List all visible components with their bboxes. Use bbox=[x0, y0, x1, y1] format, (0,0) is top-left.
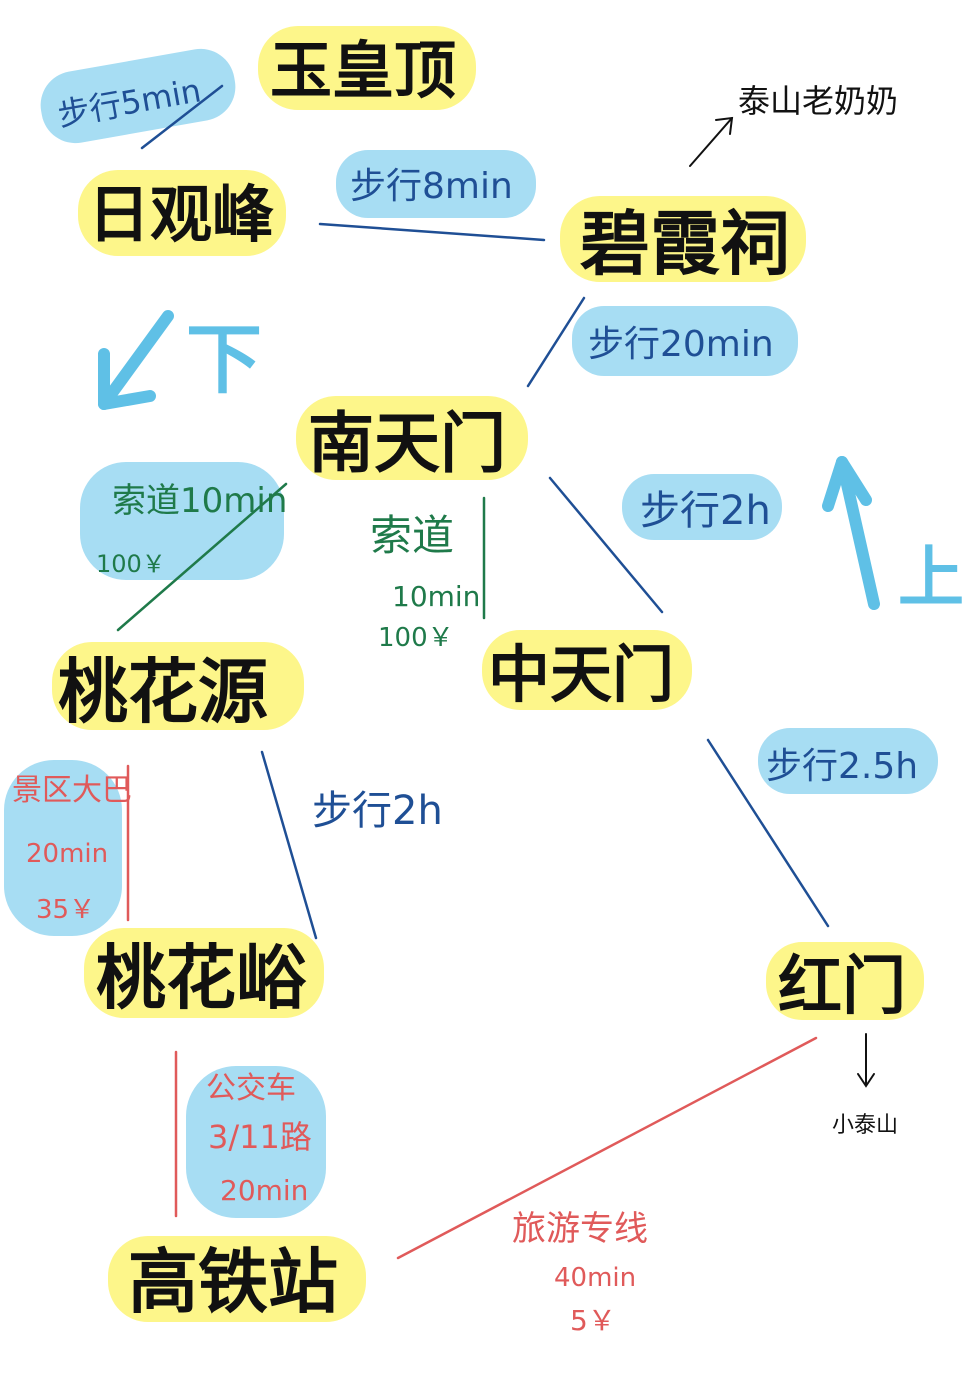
line-zhongtianmen-hongmen bbox=[706, 738, 830, 928]
note-tour-line: 旅游专线 bbox=[512, 1209, 648, 1249]
highlight-bixiaci bbox=[560, 196, 806, 282]
note-walk-8min: 步行8min bbox=[350, 166, 513, 207]
note-bg-cable10 bbox=[80, 462, 284, 580]
note-tour-line-time: 40min bbox=[554, 1263, 636, 1293]
note-city-bus: 公交车 bbox=[206, 1071, 296, 1106]
highlight-gaotiezhan bbox=[108, 1236, 366, 1322]
down-arrow-icon bbox=[98, 310, 174, 410]
note-bixiaci-side: 泰山老奶奶 bbox=[738, 82, 898, 120]
note-walk-20min: 步行20min bbox=[588, 324, 774, 365]
highlight-hongmen bbox=[766, 942, 924, 1020]
note-bg-walk8 bbox=[336, 150, 536, 218]
highlight-zhongtianmen bbox=[482, 630, 692, 710]
note-scenic-bus-price: 35￥ bbox=[36, 895, 95, 925]
note-scenic-bus: 景区大巴 bbox=[12, 773, 132, 808]
note-walk-2-5h: 步行2.5h bbox=[766, 746, 918, 787]
note-bg-walk5 bbox=[40, 48, 236, 144]
note-tour-line-price: 5￥ bbox=[570, 1304, 616, 1337]
line-yuhuangding-riguanfeng bbox=[140, 84, 224, 150]
note-walk-2h-left: 步行2h bbox=[312, 788, 443, 834]
note-city-bus-line: 3/11路 bbox=[208, 1118, 312, 1156]
note-bg-walk25h bbox=[758, 728, 938, 794]
place-bixiaci: 碧霞祠 bbox=[580, 202, 790, 285]
place-hongmen: 红门 bbox=[778, 949, 906, 1024]
note-bg-bus-scenic bbox=[4, 760, 122, 936]
line-nantianmen-taohuayuan bbox=[116, 482, 288, 632]
up-arrow-icon bbox=[822, 456, 880, 610]
note-city-bus-time: 20min bbox=[220, 1174, 308, 1207]
highlight-yuhuangding bbox=[258, 26, 476, 110]
note-bg-walk20 bbox=[572, 306, 798, 376]
highlight-nantianmen bbox=[296, 396, 528, 480]
place-zhongtianmen: 中天门 bbox=[488, 638, 674, 711]
note-bg-walk2h-right bbox=[622, 474, 782, 540]
direction-down-label: 下 bbox=[186, 315, 262, 404]
place-gaotiezhan: 高铁站 bbox=[128, 1240, 338, 1323]
note-walk-2h-right: 步行2h bbox=[640, 488, 771, 534]
highlight-taohuayu bbox=[84, 928, 324, 1018]
note-cable-10min: 索道10min bbox=[112, 481, 287, 521]
line-taohuayuan-taohuayu-walk bbox=[260, 750, 318, 940]
note-cable-mode: 索道 bbox=[370, 511, 454, 560]
line-bixiaci-nantianmen bbox=[526, 296, 586, 388]
line-nantianmen-zhongtianmen bbox=[548, 476, 664, 614]
place-yuhuangding: 玉皇顶 bbox=[270, 34, 456, 107]
note-scenic-bus-time: 20min bbox=[26, 839, 108, 869]
highlight-taohuayuan bbox=[52, 642, 304, 730]
line-riguanfeng-bixiaci bbox=[318, 222, 546, 242]
note-bg-bus-311 bbox=[186, 1066, 326, 1218]
direction-up-label: 上 bbox=[898, 539, 964, 616]
highlight-riguanfeng bbox=[78, 170, 286, 256]
note-cable-price: 100￥ bbox=[96, 550, 166, 578]
place-nantianmen: 南天门 bbox=[308, 404, 506, 482]
note-cable-time: 10min bbox=[392, 580, 480, 613]
arrow-to-hongmen-note bbox=[857, 1033, 875, 1088]
arrow-to-bixiaci-note bbox=[689, 116, 734, 167]
note-cable-price-2: 100￥ bbox=[378, 623, 454, 653]
line-hongmen-gaotie bbox=[396, 1036, 818, 1260]
place-taohuayu: 桃花峪 bbox=[96, 936, 307, 1019]
note-hongmen-side: 小泰山 bbox=[832, 1113, 898, 1138]
place-taohuayuan: 桃花源 bbox=[58, 650, 268, 733]
place-riguanfeng: 日观峰 bbox=[88, 178, 274, 251]
